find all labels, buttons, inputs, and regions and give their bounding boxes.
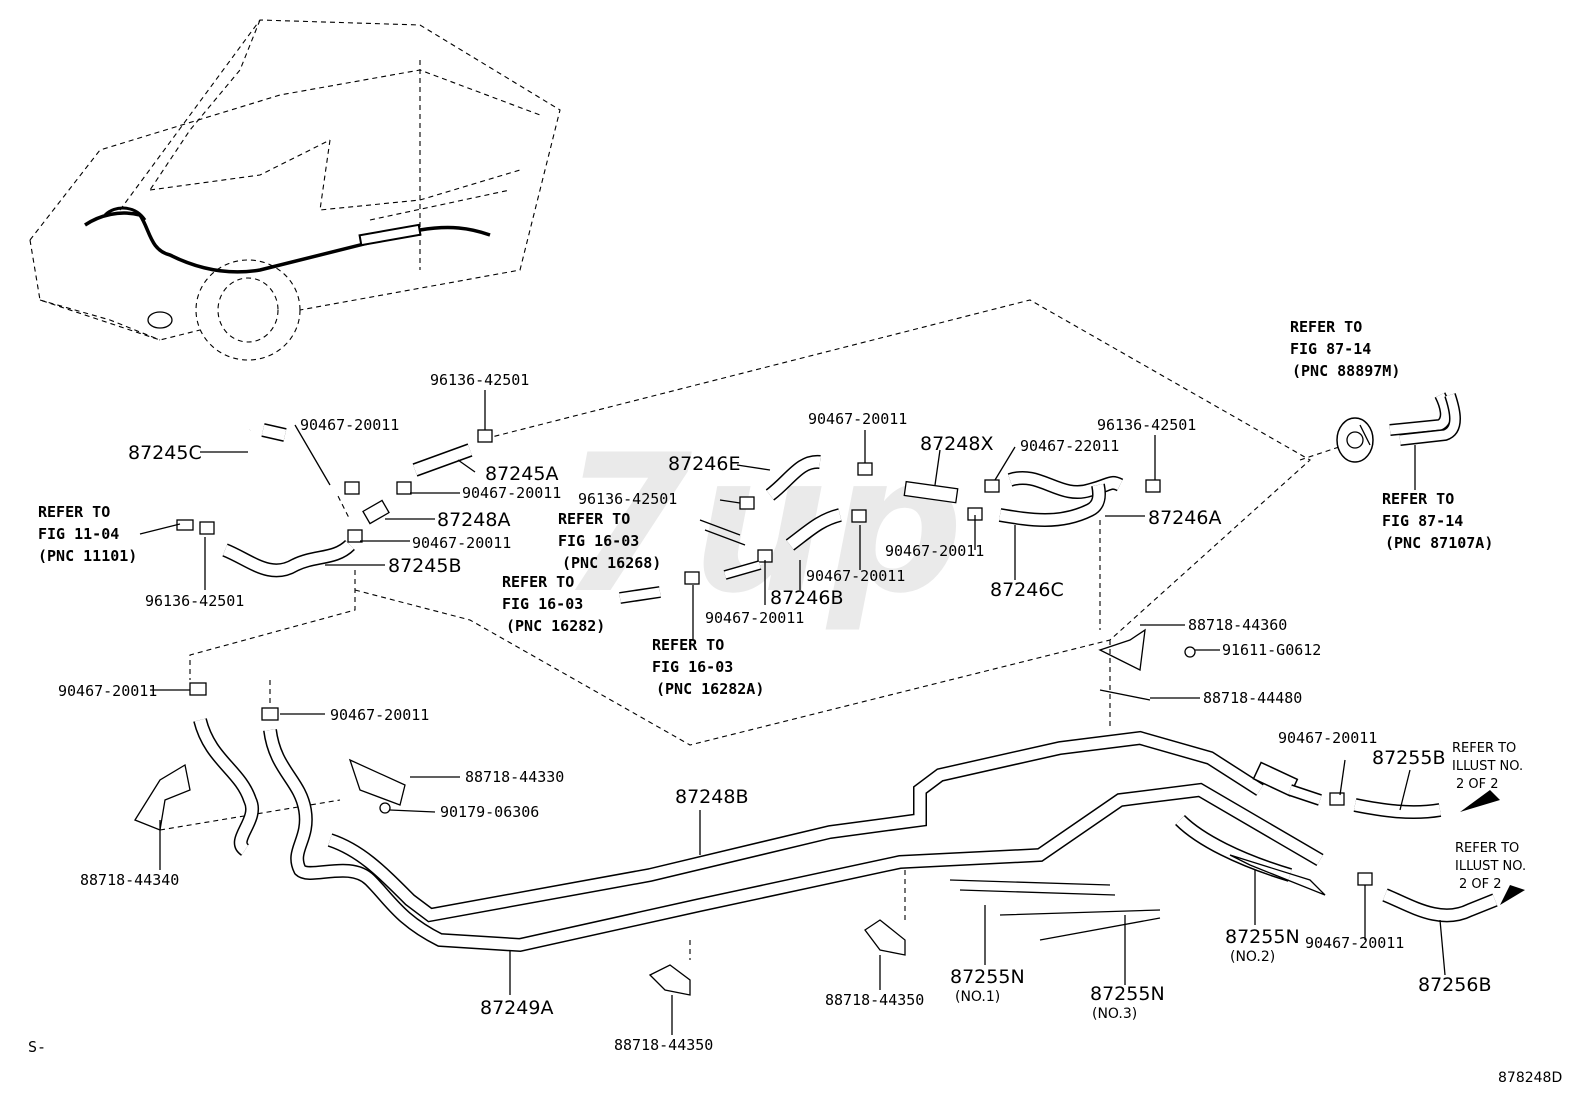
arrow-right-upper — [1460, 790, 1500, 812]
label-87246C: 87246C — [990, 579, 1064, 601]
label-87249A: 87249A — [480, 997, 553, 1019]
label-90467-k: 90467-20011 — [1305, 934, 1404, 952]
ref-illust-2of2-upper: REFER TO ILLUST NO. 2 OF 2 — [1452, 741, 1523, 792]
ref-fig-16-03-16268: REFER TO FIG 16-03 (PNC 16268) — [558, 510, 661, 572]
label-87246A: 87246A — [1148, 507, 1221, 529]
ref-fig-16-03-16282: REFER TO FIG 16-03 (PNC 16282) — [502, 573, 605, 635]
svg-text:REFER TO: REFER TO — [502, 573, 574, 591]
label-87255N-1: 87255N — [950, 966, 1025, 988]
svg-text:(PNC 11101): (PNC 11101) — [38, 547, 137, 565]
label-88718-44350-b: 88718-44350 — [825, 991, 924, 1009]
label-87255B: 87255B — [1372, 747, 1445, 769]
label-96136-c: 96136-42501 — [578, 490, 677, 508]
ref-fig-16-03-16282A: REFER TO FIG 16-03 (PNC 16282A) — [652, 636, 764, 698]
svg-text:ILLUST NO.: ILLUST NO. — [1452, 759, 1523, 774]
svg-text:FIG 87-14: FIG 87-14 — [1382, 512, 1463, 530]
label-90467-c: 90467-20011 — [412, 534, 511, 552]
svg-text:REFER TO: REFER TO — [1290, 318, 1362, 336]
leader-lines — [139, 390, 1446, 1035]
label-88718-44340: 88718-44340 — [80, 871, 179, 889]
label-87248X: 87248X — [920, 433, 993, 455]
svg-text:REFER TO: REFER TO — [652, 636, 724, 654]
label-87255N-3: 87255N — [1090, 983, 1165, 1005]
svg-text:REFER TO: REFER TO — [38, 503, 110, 521]
label-90467-22011: 90467-22011 — [1020, 437, 1119, 455]
label-90467-g: 90467-20011 — [705, 609, 804, 627]
label-88718-44330: 88718-44330 — [465, 768, 564, 786]
diagram-code: 878248D — [1498, 1070, 1562, 1086]
label-90467-f: 90467-20011 — [806, 567, 905, 585]
svg-text:(PNC 16282): (PNC 16282) — [506, 617, 605, 635]
svg-text:(PNC 16268): (PNC 16268) — [562, 554, 661, 572]
label-87246E: 87246E — [668, 453, 740, 475]
svg-text:FIG 11-04: FIG 11-04 — [38, 525, 119, 543]
label-96136-a: 96136-42501 — [430, 371, 529, 389]
svg-text:(PNC 16282A): (PNC 16282A) — [656, 680, 764, 698]
brackets — [134, 628, 1326, 996]
label-87246B: 87246B — [770, 587, 843, 609]
svg-text:REFER TO: REFER TO — [1452, 741, 1516, 756]
label-90467-h: 90467-20011 — [58, 682, 157, 700]
vehicle-illustration — [29, 19, 561, 361]
label-no3: (NO.3) — [1092, 1006, 1137, 1022]
footer-left: S- — [28, 1038, 46, 1056]
label-96136-d: 96136-42501 — [1097, 416, 1196, 434]
label-87245C: 87245C — [128, 442, 202, 464]
svg-text:(PNC 88897M): (PNC 88897M) — [1292, 362, 1400, 380]
label-88718-44480: 88718-44480 — [1203, 689, 1302, 707]
label-90467-b: 90467-20011 — [462, 484, 561, 502]
svg-text:2 OF 2: 2 OF 2 — [1456, 777, 1499, 792]
svg-text:FIG 87-14: FIG 87-14 — [1290, 340, 1371, 358]
label-90179-06306: 90179-06306 — [440, 803, 539, 821]
label-91611-G0612: 91611-G0612 — [1222, 641, 1321, 659]
label-87245B: 87245B — [388, 555, 461, 577]
label-90467-j: 90467-20011 — [1278, 729, 1377, 747]
label-87245A: 87245A — [485, 463, 558, 485]
arrow-right-lower — [1500, 885, 1525, 905]
ref-fig-87-14-88897M: REFER TO FIG 87-14 (PNC 88897M) — [1290, 318, 1400, 380]
svg-text:REFER TO: REFER TO — [1382, 490, 1454, 508]
label-90467-e: 90467-20011 — [885, 542, 984, 560]
ref-illust-2of2-lower: REFER TO ILLUST NO. 2 OF 2 — [1455, 841, 1526, 892]
ref-fig-87-14-87107A: REFER TO FIG 87-14 (PNC 87107A) — [1382, 490, 1493, 552]
label-87248A: 87248A — [437, 509, 510, 531]
label-96136-b: 96136-42501 — [145, 592, 244, 610]
main-pipes — [189, 682, 1498, 953]
label-no1: (NO.1) — [955, 989, 1000, 1005]
svg-text:FIG 16-03: FIG 16-03 — [558, 532, 639, 550]
reference-notes: REFER TO FIG 11-04 (PNC 11101) REFER TO … — [38, 318, 1526, 892]
label-87256B: 87256B — [1418, 974, 1491, 996]
label-90467-i: 90467-20011 — [330, 706, 429, 724]
label-90467-d: 90467-20011 — [808, 410, 907, 428]
label-88718-44360: 88718-44360 — [1188, 616, 1287, 634]
label-88718-44350-a: 88718-44350 — [614, 1036, 713, 1054]
label-no2: (NO.2) — [1230, 949, 1275, 965]
svg-text:REFER TO: REFER TO — [1455, 841, 1519, 856]
svg-text:2 OF 2: 2 OF 2 — [1459, 877, 1502, 892]
ref-fig-11-04: REFER TO FIG 11-04 (PNC 11101) — [38, 503, 137, 565]
svg-text:ILLUST NO.: ILLUST NO. — [1455, 859, 1526, 874]
label-87248B: 87248B — [675, 786, 748, 808]
svg-text:FIG 16-03: FIG 16-03 — [502, 595, 583, 613]
upper-hoses — [176, 392, 1461, 604]
svg-text:(PNC 87107A): (PNC 87107A) — [1385, 534, 1493, 552]
label-90467-a: 90467-20011 — [300, 416, 399, 434]
svg-text:FIG 16-03: FIG 16-03 — [652, 658, 733, 676]
label-87255N-2: 87255N — [1225, 926, 1300, 948]
part-labels: 87245C 87245A 87248A 87245B 87246E 87248… — [58, 371, 1491, 1054]
svg-text:REFER TO: REFER TO — [558, 510, 630, 528]
